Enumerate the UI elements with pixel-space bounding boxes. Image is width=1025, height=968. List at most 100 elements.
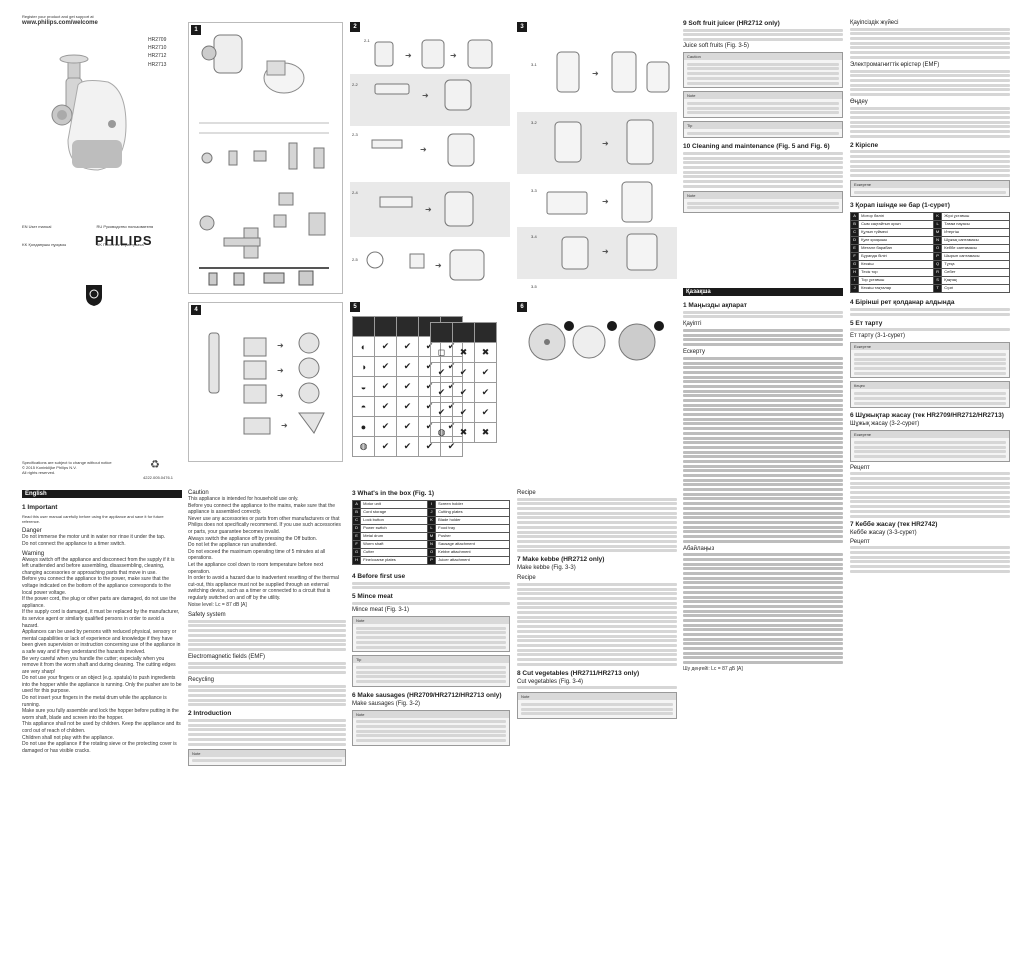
kk-section-sausage-title: 6 Шұжықтар жасау (тек HR2709/HR2712/HR27… (850, 412, 1004, 420)
kk-note-box: Ескертпе (850, 342, 1010, 379)
part-name: Juicer attachment (435, 556, 510, 565)
part-letter: O (932, 244, 943, 254)
note-box: Note (517, 692, 677, 720)
part-name: Тағам науасы (941, 220, 1010, 230)
note-heading: Note (189, 749, 345, 757)
footer-line-1: Specifications are subject to change wit… (22, 460, 112, 465)
kk-kebbe-subtitle: Кеббе жасау (3-3-сурет) (850, 529, 917, 536)
part-name: Тесік тор (858, 268, 934, 278)
panel-number: 3 (517, 22, 527, 32)
part-letter: A (849, 212, 860, 222)
kk-section-first-use-title: 4 Бірінші рет қолданар алдында (850, 299, 955, 307)
english-column-5: 9 Soft fruit juicer (HR2712 only) Juice … (683, 20, 843, 300)
caution-box: Caution (683, 52, 843, 89)
vegetables-text (517, 686, 677, 690)
kk-safety-text (850, 27, 1010, 59)
figure-panel-1: 1 (188, 22, 343, 294)
part-letter: B (351, 508, 362, 517)
warning-list: Always switch off the appliance and disc… (22, 557, 182, 755)
caution-item: Always switch the appliance off by press… (188, 535, 318, 542)
part-letter: E (849, 244, 860, 254)
danger-item: Do not connect the appliance to a timer … (22, 541, 126, 547)
part-letter: F (849, 252, 860, 262)
introduction-text (188, 719, 346, 746)
recycling-text (188, 684, 346, 707)
kk-recycling-heading: Өңдеу (850, 98, 868, 105)
caution-item: Do not exceed the maximum operating time… (188, 548, 326, 562)
kk-danger-heading: Қауіпті (683, 321, 702, 328)
cover-footer: Specifications are subject to change wit… (22, 460, 117, 476)
svg-text:➜: ➜ (277, 341, 284, 350)
section-introduction-title: 2 Introduction (188, 710, 232, 718)
lang-codes: EN User manual RU Руководство пользовате… (22, 215, 172, 251)
warning-item: Do not insert your fingers in the metal … (22, 695, 167, 708)
panel-number: 1 (191, 25, 201, 35)
caution-item: Do not let the appliance run unattended. (188, 542, 277, 549)
warning-item: Always switch off the appliance and disc… (22, 556, 175, 576)
step-label: 3-3 (531, 188, 537, 193)
warning-item: Children shall not play with the applian… (22, 734, 114, 741)
tip-box: Tip (352, 655, 510, 687)
kk-mince-text (850, 328, 1010, 332)
section-juicer-title: 9 Soft fruit juicer (HR2712 only) (683, 20, 780, 27)
kazakh-column-2: Қауіпсіздік жүйесі Электромагниттік өріс… (849, 20, 1010, 960)
section-cleaning-title: 10 Cleaning and maintenance (Fig. 5 and … (683, 143, 830, 151)
part-name: Sausage attachment (435, 540, 510, 549)
part-name: Cutter (360, 548, 428, 557)
caution-item: In order to avoid a hazard due to inadve… (188, 575, 339, 601)
kk-note-heading: Ескертпе (851, 431, 1009, 439)
kk-noise-level: Шу деңгейі: Lc = 87 дБ [A] (683, 666, 743, 673)
kk-sausage-subtitle: Шұжық жасау (3-2-сурет) (850, 421, 920, 428)
warning-item: Before you connect the appliance to the … (22, 576, 171, 596)
kk-intro-text (850, 150, 1010, 177)
safety-heading: Safety system (188, 612, 226, 619)
model-1: HR2709 (148, 37, 167, 43)
svg-text:➜: ➜ (422, 91, 429, 100)
kk-danger-text (683, 329, 843, 347)
part-letter: K (932, 212, 943, 222)
cover-url[interactable]: www.philips.com/welcome (22, 20, 98, 26)
section-mince-title: 5 Mince meat (352, 593, 393, 601)
kebbe-subtitle: Make kebbe (Fig. 3-3) (517, 565, 576, 572)
step-2-3-bg (350, 182, 510, 237)
kk-safety-heading: Қауіпсіздік жүйесі (850, 20, 899, 26)
step-label: 3-5 (531, 284, 537, 289)
kk-section-kebbe-title: 7 Кеббе жасау (тек HR2742) (850, 520, 938, 528)
part-letter: A (351, 500, 362, 509)
part-name: Kebbe attachment (435, 548, 510, 557)
kk-tip-box: Кеңес (850, 381, 1010, 409)
lang-code-kk: KK Қолданушы нұсқасы (22, 242, 67, 247)
caution-list: This appliance is intended for household… (188, 496, 346, 608)
kk-note-box: Ескертпе (850, 179, 1010, 198)
kk-section-important-title: 1 Маңызды ақпарат (683, 302, 747, 309)
part-letter: J (849, 284, 860, 294)
part-name: Кескіш тақталар (858, 284, 934, 294)
kk-caution-text (683, 553, 843, 665)
part-name: Cutting plates (435, 508, 510, 517)
part-name: Food tray (435, 524, 510, 533)
note-heading: Note (353, 710, 509, 718)
kk-section-intro-title: 2 Кіріспе (850, 141, 879, 149)
model-4: HR2713 (148, 61, 167, 68)
step-label: 3-2 (531, 120, 537, 125)
caution-item: Let the appliance cool down to room temp… (188, 561, 324, 575)
part-name: Итергіш (941, 228, 1010, 238)
danger-heading: Danger (22, 528, 42, 535)
part-name: Metal drum (360, 532, 428, 541)
caution-item: This appliance is intended for household… (188, 496, 299, 502)
step-label: 3-4 (531, 234, 537, 239)
english-column-1: English 1 Important Read this user manua… (22, 490, 182, 960)
kk-recycling-text (850, 106, 1010, 138)
kk-first-use-text (850, 307, 1010, 316)
emf-text (188, 661, 346, 674)
figure-panel-4: 4 ➜➜➜➜ (188, 302, 343, 462)
caution-box-heading: Caution (684, 53, 842, 61)
part-name: Worm shaft (360, 540, 428, 549)
part-letter: L (426, 524, 437, 533)
svg-text:➜: ➜ (435, 261, 442, 270)
kk-mince-subtitle: Ет тарту (3-1-сурет) (850, 333, 905, 340)
svg-text:➜: ➜ (602, 247, 609, 256)
part-name: Сым сақтайтын орын (858, 220, 934, 230)
section-vegetables-title: 8 Cut vegetables (HR2711/HR2713 only) (517, 669, 640, 677)
